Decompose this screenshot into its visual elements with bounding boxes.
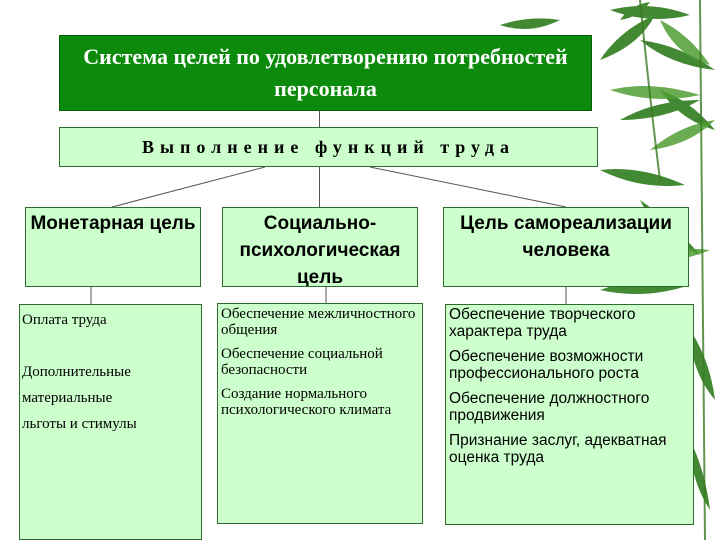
detail-item: Обеспечение межличностного общения (221, 306, 416, 338)
goal-monetary: Монетарная цель (25, 207, 201, 287)
detail-item: Оплата труда (22, 312, 107, 328)
detail-item: Обеспечение должностного продвижения (449, 390, 650, 424)
details-social-psychological: Обеспечение межличностного общения Обесп… (217, 303, 423, 524)
details-monetary: Оплата труда Дополнительные материальные… (19, 304, 202, 540)
detail-item: Признание заслуг, адекватная оценка труд… (449, 432, 667, 466)
goal-self-realization: Цель самореализации человека (443, 207, 689, 287)
detail-item: материальные (22, 390, 113, 406)
detail-item: Обеспечение творческого характера труда (449, 306, 636, 340)
detail-item: Обеспечение социальной безопасности (221, 346, 383, 378)
diagram-title: Система целей по удовлетворению потребно… (59, 35, 592, 111)
details-self-realization: Обеспечение творческого характера труда … (445, 304, 694, 525)
goal-social-psychological: Социально-психологическая цель (222, 207, 418, 287)
connector-title-subtitle (319, 111, 320, 127)
connector-subtitle-goal-2 (319, 167, 320, 207)
detail-item: Обеспечение возможности профессиональног… (449, 348, 644, 382)
detail-item: Создание нормального психологического кл… (221, 386, 392, 418)
detail-item: льготы и стимулы (22, 416, 137, 432)
diagram-subtitle: Выполнение функций труда (59, 127, 598, 167)
detail-item-spacer (22, 333, 199, 359)
detail-item: Дополнительные (22, 364, 131, 380)
